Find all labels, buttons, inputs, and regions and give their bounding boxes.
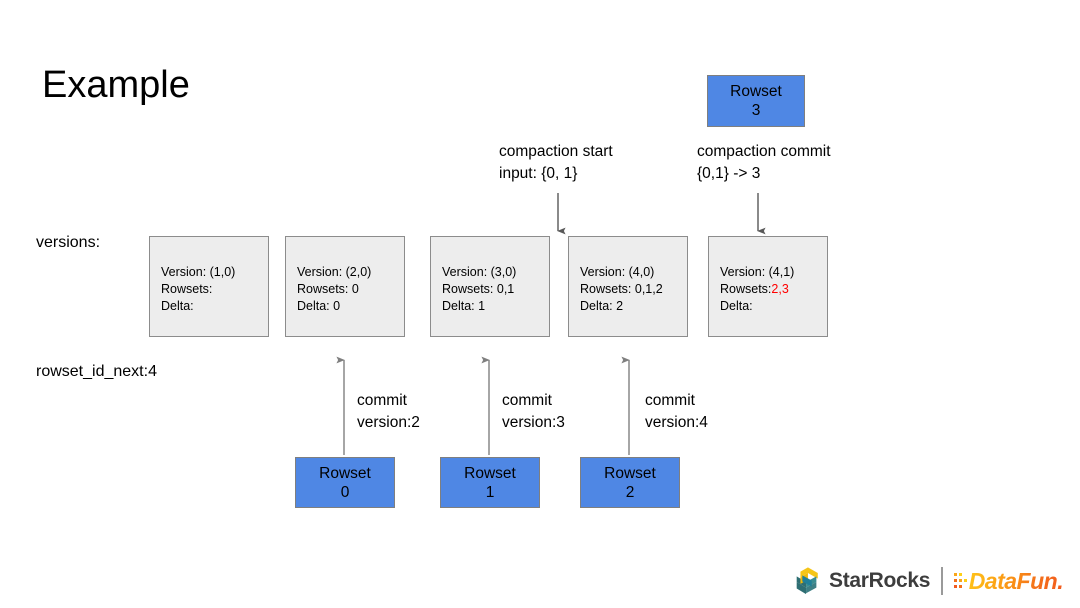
version-box-5-text: Version: (4,1) Rowsets:2,3 Delta:: [720, 264, 794, 315]
rowset-box-3-id: 3: [751, 102, 761, 119]
version-box-1-rowsets-label: Rowsets:: [161, 282, 213, 296]
commit-label-version-3-line2: version:3: [502, 414, 565, 431]
version-box-4-rowsets: Rowsets: 0,1,2: [580, 281, 663, 298]
version-box-5-rowsets-label: Rowsets:: [720, 282, 772, 296]
page-title: Example: [42, 64, 190, 106]
version-box-5: Version: (4,1) Rowsets:2,3 Delta:: [708, 236, 828, 337]
rowset-box-2-name: Rowset: [604, 464, 656, 482]
rowset-box-0-id: 0: [340, 483, 350, 501]
starrocks-wordmark: StarRocks: [829, 569, 931, 592]
commit-label-version-3-line1: commit: [502, 392, 552, 409]
annotation-compaction-commit-line2: {0,1} -> 3: [697, 165, 761, 182]
rowset-box-3-name: Rowset: [730, 83, 782, 100]
version-box-3-rowsets-label: Rowsets: 0,1: [442, 282, 515, 296]
commit-label-version-3: commit version:3: [502, 390, 565, 434]
rowset-box-1-name: Rowset: [464, 464, 516, 482]
rowset-box-0: Rowset 0: [295, 457, 395, 508]
version-box-4-version: Version: (4,0): [580, 265, 655, 279]
version-box-5-rowsets: Rowsets:2,3: [720, 281, 794, 298]
annotation-compaction-commit: compaction commit {0,1} -> 3: [697, 141, 831, 185]
label-versions: versions:: [36, 234, 101, 251]
version-box-2-rowsets-label: Rowsets: 0: [297, 282, 359, 296]
version-box-4: Version: (4,0) Rowsets: 0,1,2 Delta: 2: [568, 236, 688, 337]
version-box-5-delta: Delta:: [720, 299, 753, 313]
datafun-dots-icon: [953, 570, 969, 592]
version-box-1-text: Version: (1,0) Rowsets: Delta:: [161, 264, 235, 315]
version-box-2-version: Version: (2,0): [297, 265, 372, 279]
version-box-3-text: Version: (3,0) Rowsets: 0,1 Delta: 1: [442, 264, 516, 315]
commit-label-version-2-line2: version:2: [357, 414, 420, 431]
version-box-3-delta: Delta: 1: [442, 299, 486, 313]
annotation-compaction-commit-line1: compaction commit: [697, 143, 831, 160]
commit-label-version-2: commit version:2: [357, 390, 420, 434]
label-rowset-id-next: rowset_id_next:4: [36, 363, 157, 380]
commit-label-version-4-line1: commit: [645, 392, 695, 409]
rowset-box-0-name: Rowset: [319, 464, 371, 482]
version-box-1-delta: Delta:: [161, 299, 194, 313]
starrocks-logo-icon: [792, 566, 822, 596]
version-box-1: Version: (1,0) Rowsets: Delta:: [149, 236, 269, 337]
version-box-4-text: Version: (4,0) Rowsets: 0,1,2 Delta: 2: [580, 264, 663, 315]
version-box-4-rowsets-label: Rowsets: 0,1,2: [580, 282, 663, 296]
version-box-2: Version: (2,0) Rowsets: 0 Delta: 0: [285, 236, 405, 337]
rowset-box-2-id: 2: [625, 483, 635, 501]
annotation-compaction-start: compaction start input: {0, 1}: [499, 141, 613, 185]
rowset-box-1: Rowset 1: [440, 457, 540, 508]
version-box-1-version: Version: (1,0): [161, 265, 236, 279]
commit-label-version-4-line2: version:4: [645, 414, 708, 431]
version-box-2-delta: Delta: 0: [297, 299, 341, 313]
logo-divider: [941, 567, 943, 595]
commit-label-version-2-line1: commit: [357, 392, 407, 409]
rowset-box-2: Rowset 2: [580, 457, 680, 508]
datafun-wordmark: DataFun.: [968, 567, 1064, 594]
version-box-1-rowsets: Rowsets:: [161, 281, 235, 298]
version-box-3: Version: (3,0) Rowsets: 0,1 Delta: 1: [430, 236, 550, 337]
version-box-3-rowsets: Rowsets: 0,1: [442, 281, 516, 298]
footer-logos: StarRocks DataFun.: [792, 563, 1064, 599]
version-box-3-version: Version: (3,0): [442, 265, 517, 279]
version-box-5-version: Version: (4,1): [720, 265, 795, 279]
rowset-box-3: Rowset 3: [707, 75, 805, 127]
version-box-2-rowsets: Rowsets: 0: [297, 281, 371, 298]
version-box-2-text: Version: (2,0) Rowsets: 0 Delta: 0: [297, 264, 371, 315]
version-box-5-rowsets-value: 2,3: [771, 282, 789, 296]
datafun-logo: DataFun.: [953, 567, 1064, 595]
starrocks-logo-icon-svg: [796, 567, 818, 595]
commit-label-version-4: commit version:4: [645, 390, 708, 434]
rowset-box-1-id: 1: [485, 483, 495, 501]
datafun-dots-icon-svg: [953, 573, 967, 588]
version-box-4-delta: Delta: 2: [580, 299, 624, 313]
annotation-compaction-start-line2: input: {0, 1}: [499, 165, 578, 182]
annotation-compaction-start-line1: compaction start: [499, 143, 613, 160]
